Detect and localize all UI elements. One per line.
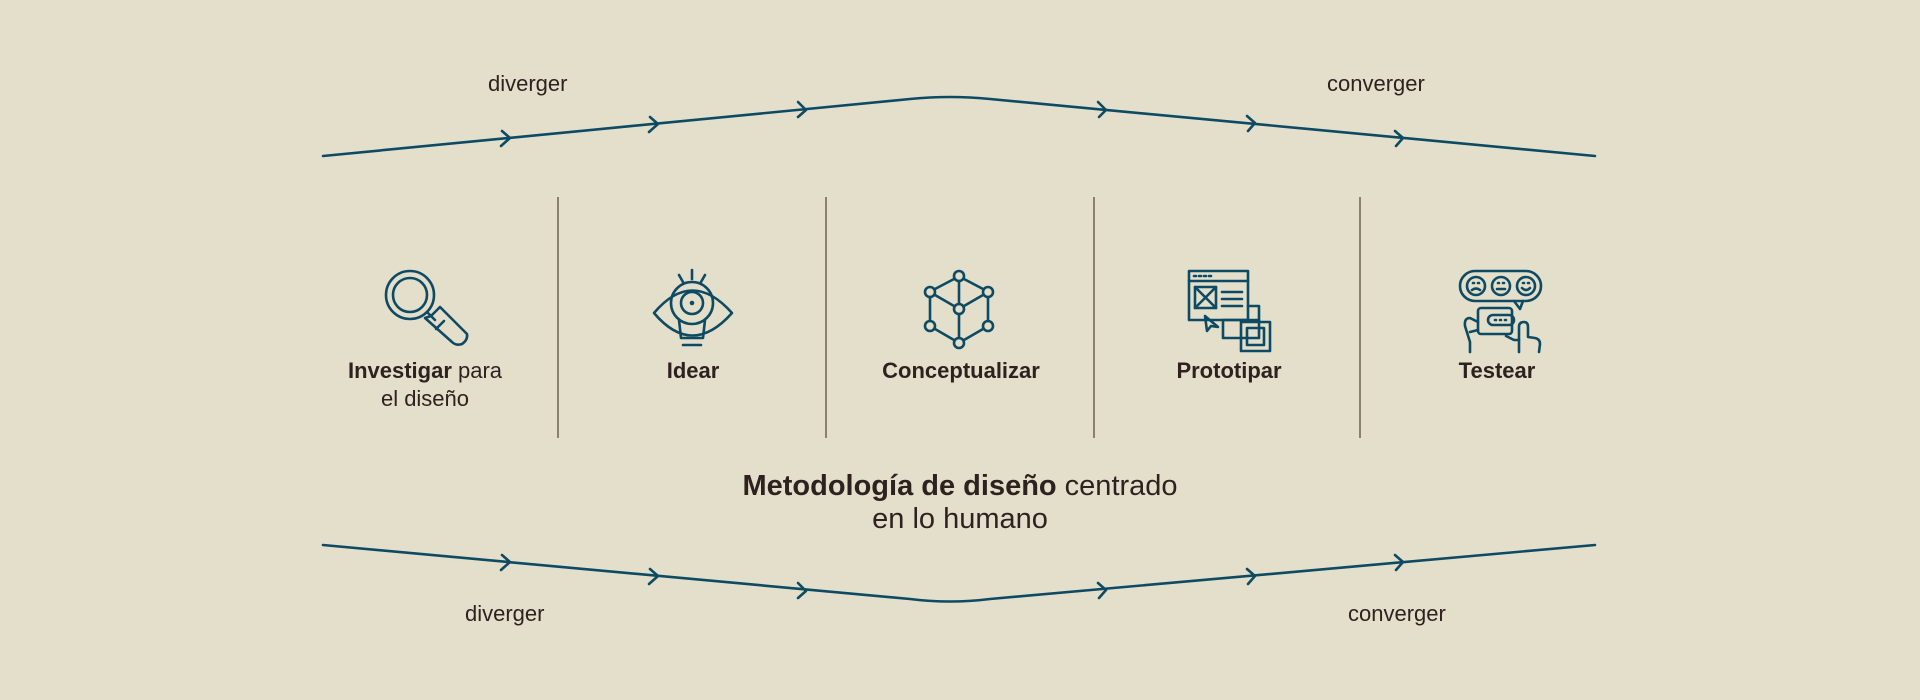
step-conceptualizar-label: Conceptualizar [841, 357, 1081, 385]
top-arrow-6 [1393, 129, 1405, 148]
top-arrow-3 [796, 100, 808, 119]
top-diverger-label: diverger [488, 71, 568, 96]
bottom-arrow-5 [1245, 567, 1257, 586]
step-conceptualizar-bold: Conceptualizar [882, 358, 1040, 383]
top-arrow-5 [1245, 114, 1257, 133]
step-idear-label: Idear [573, 357, 813, 385]
methodology-title: Metodología de diseño centrado en lo hum… [560, 470, 1360, 536]
step-investigar-bold: Investigar [347, 358, 452, 383]
bottom-flow-line [321, 543, 1597, 603]
step-investigar-line2: el diseño [380, 386, 470, 411]
title-line2: en lo humano [872, 503, 1048, 535]
step-idear-bold: Idear [666, 358, 720, 383]
bottom-arrow-1 [499, 553, 512, 572]
bottom-converger-label: converger [1348, 601, 1446, 626]
magnifier-icon [384, 269, 469, 346]
bottom-arrow-3 [796, 581, 808, 600]
step-prototipar-bold: Prototipar [1176, 358, 1282, 383]
top-flow-line [321, 95, 1597, 158]
top-arrow-2 [647, 115, 660, 134]
title-regular: centrado [1056, 470, 1178, 502]
bottom-arrow-2 [647, 567, 660, 586]
bottom-arrow-6 [1393, 553, 1405, 572]
step-prototipar-label: Prototipar [1109, 357, 1349, 385]
feedback-rating-icon [1458, 269, 1543, 354]
bottom-arrow-4 [1096, 581, 1108, 600]
wireframe-windows-icon [1187, 269, 1272, 353]
bottom-diverger-label: diverger [465, 601, 545, 626]
step-testear-label: Testear [1377, 357, 1617, 385]
top-arrow-4 [1096, 100, 1108, 119]
eye-lightbulb-icon [652, 268, 734, 347]
step-investigar-label: Investigar para el diseño [305, 357, 545, 413]
step-investigar-regular: para [451, 358, 503, 383]
network-cube-icon [923, 269, 995, 350]
top-arrow-1 [499, 129, 512, 148]
top-converger-label: converger [1327, 71, 1425, 96]
title-bold: Metodología de diseño [742, 470, 1057, 502]
step-testear-bold: Testear [1458, 358, 1536, 383]
